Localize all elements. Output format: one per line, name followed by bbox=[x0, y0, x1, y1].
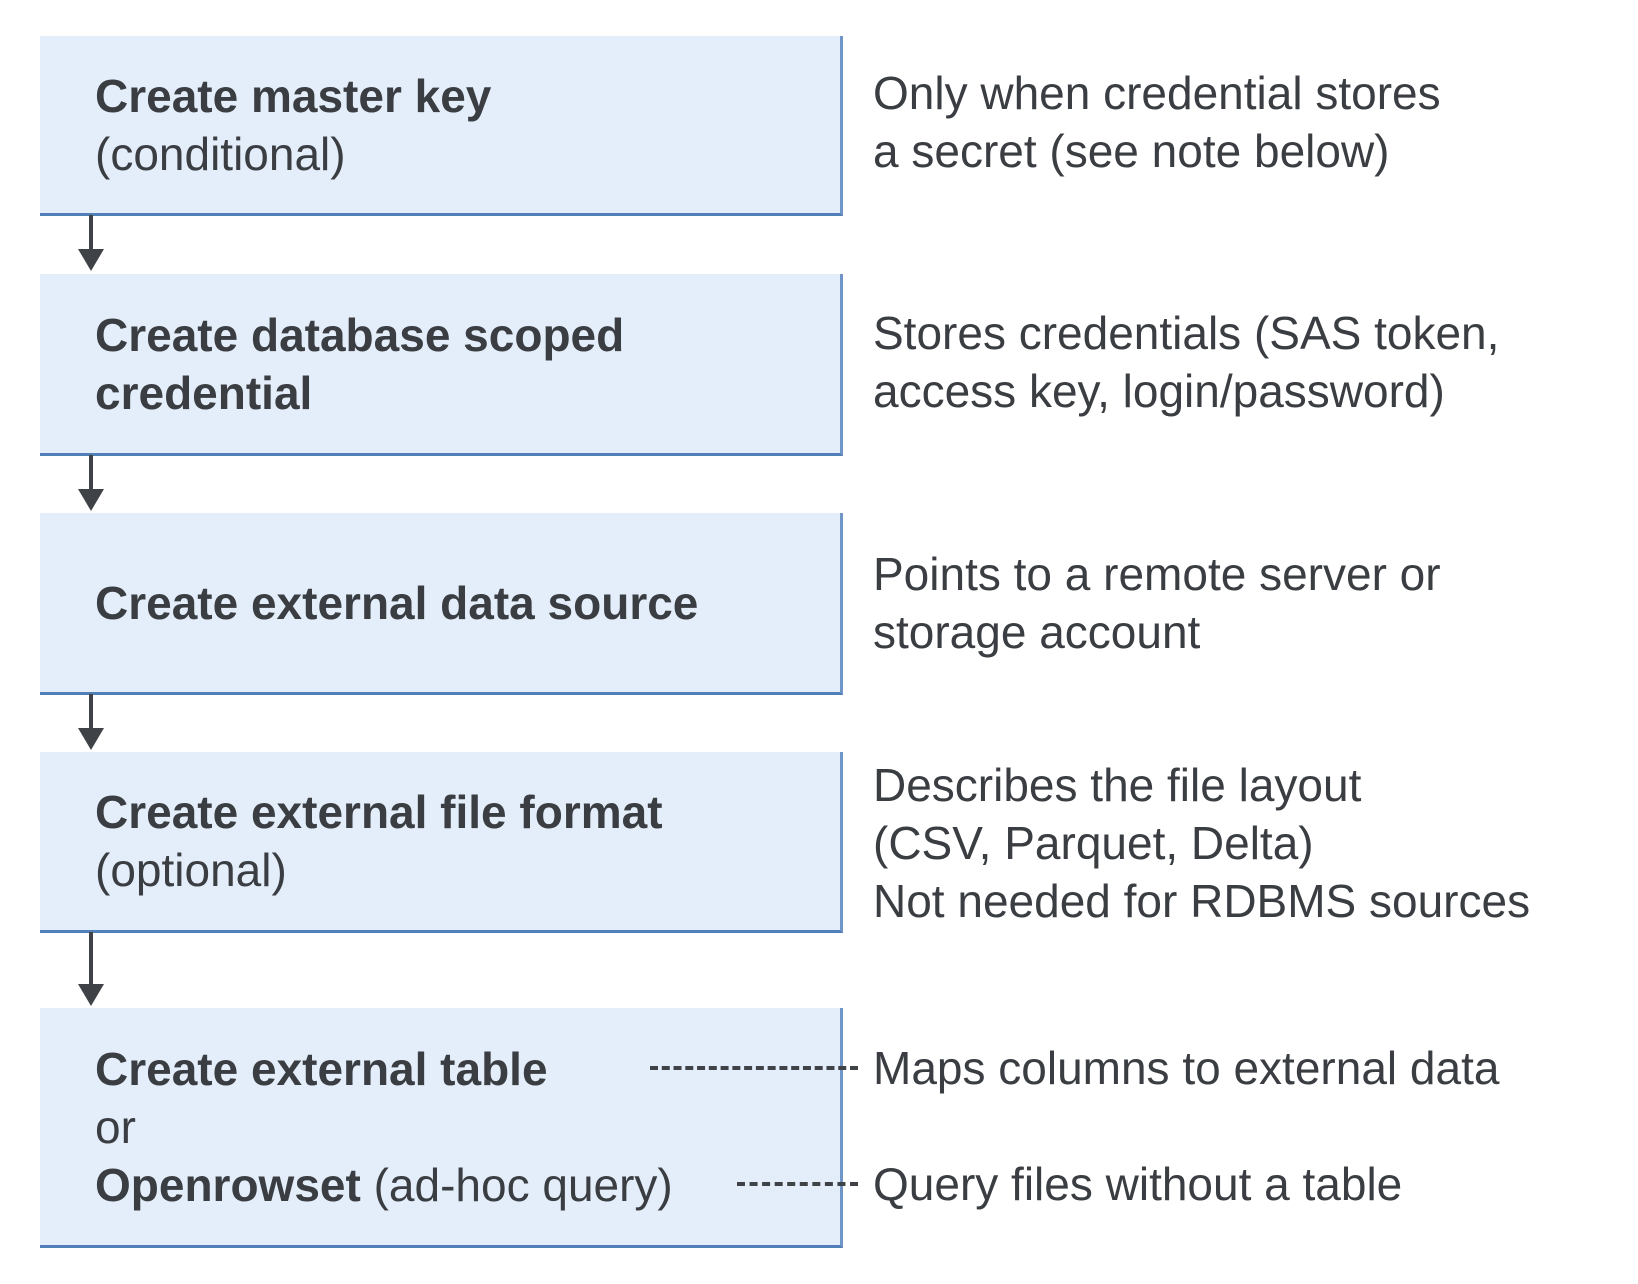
arrow-head-icon bbox=[78, 489, 104, 511]
annotation-line: Points to a remote server or bbox=[873, 548, 1441, 600]
annotation-external-table: Maps columns to external data bbox=[873, 1039, 1499, 1097]
step-title: Create master key bbox=[95, 69, 492, 122]
flow-step-scoped-credential: Create database scoped credential bbox=[40, 274, 843, 456]
arrow-shaft bbox=[89, 455, 93, 489]
flow-step-external-data-source: Create external data source bbox=[40, 513, 843, 695]
flow-step-master-key: Create master key (conditional) bbox=[40, 36, 843, 216]
dashed-connector-external-table bbox=[650, 1066, 858, 1070]
annotation-line: Query files without a table bbox=[873, 1158, 1403, 1210]
dashed-connector-openrowset bbox=[737, 1182, 858, 1186]
annotation-line: a secret (see note below) bbox=[873, 125, 1390, 177]
annotation-external-file-format: Describes the file layout (CSV, Parquet,… bbox=[873, 756, 1530, 930]
annotation-master-key: Only when credential stores a secret (se… bbox=[873, 64, 1441, 180]
flow-arrow-down-3 bbox=[78, 694, 104, 750]
step-alt-title-bold: Openrowset bbox=[95, 1158, 361, 1211]
arrow-head-icon bbox=[78, 249, 104, 271]
annotation-external-data-source: Points to a remote server or storage acc… bbox=[873, 545, 1441, 661]
step-alt-title: Openrowset (ad-hoc query) bbox=[95, 1156, 840, 1214]
flow-arrow-down-4 bbox=[78, 932, 104, 1006]
step-alt-title-rest: (ad-hoc query) bbox=[360, 1158, 673, 1211]
flow-step-external-file-format: Create external file format (optional) bbox=[40, 752, 843, 933]
annotation-scoped-credential: Stores credentials (SAS token, access ke… bbox=[873, 304, 1499, 420]
annotation-line: Describes the file layout bbox=[873, 759, 1362, 811]
arrow-head-icon bbox=[78, 728, 104, 750]
step-subtitle: (conditional) bbox=[95, 127, 346, 180]
flow-step-external-table-openrowset: Create external table or Openrowset (ad-… bbox=[40, 1008, 843, 1248]
arrow-head-icon bbox=[78, 984, 104, 1006]
annotation-line: access key, login/password) bbox=[873, 365, 1445, 417]
step-title: Create external table bbox=[95, 1042, 548, 1095]
annotation-line: (CSV, Parquet, Delta) bbox=[873, 817, 1314, 869]
arrow-shaft bbox=[89, 694, 93, 728]
annotation-line: storage account bbox=[873, 606, 1201, 658]
step-title: Create database scoped credential bbox=[95, 308, 625, 419]
step-or-label: or bbox=[95, 1100, 136, 1153]
annotation-line: Only when credential stores bbox=[873, 67, 1441, 119]
flow-arrow-down-2 bbox=[78, 455, 104, 511]
arrow-shaft bbox=[89, 932, 93, 984]
arrow-shaft bbox=[89, 215, 93, 249]
step-title: Create external file format bbox=[95, 786, 663, 838]
flow-arrow-down-1 bbox=[78, 215, 104, 271]
annotation-line: Maps columns to external data bbox=[873, 1042, 1500, 1094]
annotation-line: Stores credentials (SAS token, bbox=[873, 307, 1500, 359]
annotation-openrowset: Query files without a table bbox=[873, 1155, 1402, 1213]
annotation-line: Not needed for RDBMS sources bbox=[873, 875, 1531, 927]
step-subtitle: (optional) bbox=[95, 844, 287, 896]
step-title: Create external data source bbox=[95, 576, 699, 629]
